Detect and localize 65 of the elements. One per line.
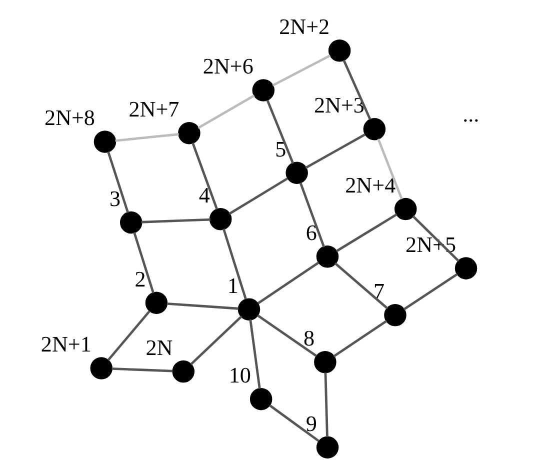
connector (190, 316, 242, 366)
connector (272, 54, 331, 86)
node-label: 4 (198, 182, 210, 208)
node-label: 3 (109, 186, 120, 211)
connector (256, 314, 318, 358)
connector (141, 218, 210, 224)
node-label: 6 (306, 220, 317, 246)
node-label: 2N+7 (128, 96, 180, 122)
connector (107, 310, 151, 362)
node-circle (384, 304, 406, 326)
connector (166, 302, 238, 310)
connector (336, 213, 398, 252)
connector (324, 372, 328, 437)
node-circle (454, 257, 478, 280)
node-circle (90, 357, 112, 380)
connector (269, 404, 320, 442)
node-circle (286, 162, 308, 184)
node-label: 2N+6 (202, 54, 254, 79)
connector (222, 228, 247, 300)
connector (257, 262, 320, 304)
node-label: 10 (228, 362, 251, 388)
node-circle (314, 350, 336, 374)
connector (377, 138, 403, 200)
connector (342, 60, 372, 120)
node-label: 2N+1 (40, 332, 92, 357)
node-label: 2N+8 (44, 105, 95, 130)
label: ... (462, 102, 480, 127)
connector (403, 273, 458, 310)
node-label: 8 (304, 326, 315, 351)
node-circle (316, 436, 339, 459)
node-circle (172, 360, 194, 383)
node-circle (238, 298, 260, 320)
connector (133, 232, 154, 294)
node-circle (94, 130, 116, 153)
node-label: 2N+3 (314, 92, 364, 118)
connector (107, 151, 130, 213)
node-label: 2N (146, 334, 173, 360)
node-circle (316, 246, 339, 268)
connector (249, 319, 261, 389)
node-label: 2N+4 (345, 172, 396, 198)
connector (198, 94, 255, 129)
connector (333, 320, 388, 358)
node-label: 5 (275, 136, 286, 162)
connector (334, 262, 388, 310)
node-circle (145, 292, 168, 314)
node-circle (363, 118, 386, 140)
node-label: 7 (374, 278, 385, 304)
node-circle (209, 208, 232, 230)
node-circle (252, 79, 275, 102)
node-circle (394, 198, 417, 220)
connector (112, 367, 173, 372)
node-label: 2N+2 (279, 14, 330, 40)
connector (115, 133, 179, 142)
node-circle (328, 40, 351, 62)
node-label: 1 (227, 272, 238, 298)
connector (228, 178, 288, 215)
node-circle (250, 388, 272, 410)
connector (305, 134, 366, 169)
connector (266, 100, 294, 164)
node-label: 2 (134, 266, 146, 292)
connector (299, 182, 326, 248)
node-circle (120, 211, 142, 234)
node-label: 9 (306, 410, 317, 436)
connector (192, 142, 218, 210)
node-circle (178, 122, 200, 144)
